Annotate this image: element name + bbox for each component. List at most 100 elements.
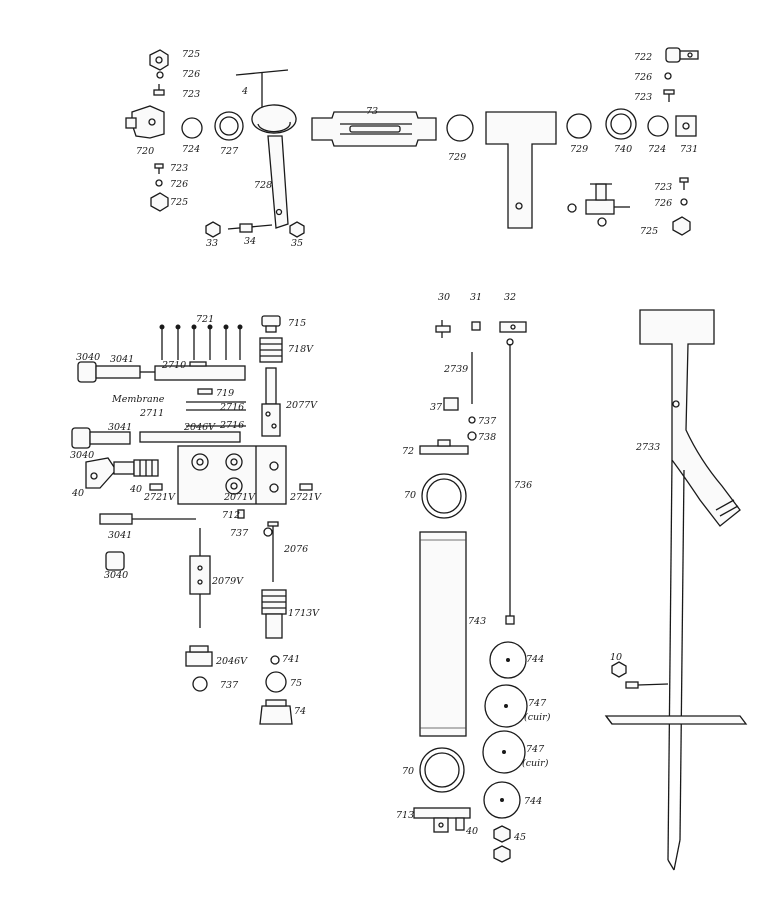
label-4: 4: [241, 86, 248, 97]
label-738: 738: [478, 432, 496, 443]
part-738-nut: [467, 431, 477, 441]
label-40-fitting: 40: [129, 484, 142, 495]
label-30: 30: [438, 292, 450, 303]
label-728: 728: [254, 180, 272, 191]
label-3040-mid: 3040: [70, 450, 94, 461]
label-35: 35: [291, 238, 303, 249]
part-741-washer: [270, 655, 280, 665]
label-736: 736: [514, 480, 532, 491]
part-2721v-plug-right: [299, 483, 313, 491]
part-723-screw-top: [153, 84, 165, 96]
part-70-ring-bottom: [419, 747, 465, 793]
label-2710: 2710: [161, 360, 186, 371]
part-719-spring: [197, 388, 213, 395]
label-2721v-left: 2721V: [143, 492, 176, 503]
label-2716-top: 2716: [219, 402, 244, 413]
label-723-lower-right: 723: [654, 182, 672, 193]
label-740: 740: [614, 144, 632, 155]
label-737-mid: 737: [230, 528, 249, 539]
label-1713v: 1713V: [288, 608, 320, 619]
label-719: 719: [216, 388, 234, 399]
stand-bolt: [625, 681, 669, 689]
part-1713v-valve: [261, 589, 287, 639]
part-725-nut-top: [149, 49, 169, 71]
label-2071v: 2071V: [223, 492, 256, 503]
part-40-fitting-base: [455, 817, 465, 831]
label-747-top: 747: [528, 698, 547, 709]
label-723-right: 723: [634, 92, 652, 103]
label-737-col: 737: [478, 416, 497, 427]
part-744-disc-bottom: [483, 781, 521, 819]
label-2739: 2739: [443, 364, 468, 375]
part-720-bracket: [125, 105, 165, 139]
part-2077v-rod: [261, 367, 281, 437]
part-747-leather-disc-top: [484, 684, 528, 728]
part-737-washer-low: [192, 676, 208, 692]
label-2079v: 2079V: [211, 576, 244, 587]
part-723-screw-lower-right: [679, 177, 689, 190]
label-10: 10: [610, 652, 622, 663]
part-747-leather-disc-bottom: [482, 730, 526, 774]
part-726-washer-mid: [155, 179, 163, 187]
label-741: 741: [282, 654, 300, 665]
label-2076: 2076: [283, 544, 308, 555]
label-31: 31: [470, 292, 482, 303]
part-30-tee: [435, 320, 451, 338]
label-33: 33: [206, 238, 218, 249]
part-3040-nut-low: [105, 551, 125, 571]
part-33-nut: [205, 221, 221, 238]
part-nut-bottom: [493, 845, 511, 863]
part-3040-nut-mid: [71, 427, 91, 449]
label-2721v-right: 2721V: [289, 492, 322, 503]
label-70-bottom: 70: [402, 766, 414, 777]
label-720: 720: [136, 146, 154, 157]
part-715-cap: [261, 315, 281, 333]
label-727: 727: [220, 146, 239, 157]
part-740-ring: [605, 108, 637, 140]
part-labels: 725 726 723 4 720 724 727 728 723 726 72…: [70, 49, 698, 843]
label-743: 743: [468, 616, 486, 627]
label-3041-top: 3041: [110, 354, 134, 365]
label-737-low: 737: [220, 680, 239, 691]
label-2077v: 2077V: [285, 400, 318, 411]
label-45: 45: [513, 832, 526, 843]
label-729-right: 729: [570, 144, 588, 155]
label-34: 34: [244, 236, 256, 247]
label-2046v-low: 2046V: [215, 656, 248, 667]
label-3040-low: 3040: [104, 570, 128, 581]
label-723-top: 723: [182, 89, 200, 100]
part-721-screws: [159, 324, 243, 360]
part-3041-fitting-mid: [89, 431, 131, 445]
part-31-clip: [471, 321, 481, 331]
part-713-base: [413, 807, 471, 833]
label-713: 713: [396, 810, 414, 821]
part-723-screw-mid: [154, 163, 164, 174]
label-721: 721: [196, 314, 214, 325]
label-725-mid: 725: [170, 197, 188, 208]
label-3041-mid: 3041: [108, 422, 132, 433]
label-32: 32: [504, 292, 516, 303]
part-37-fitting: [443, 397, 459, 411]
label-725-lower-right: 725: [640, 226, 658, 237]
part-2710-plate: [154, 361, 246, 381]
part-72-cap: [419, 439, 469, 455]
part-2076-rod: [267, 521, 279, 582]
part-t-handle-top: [485, 111, 557, 229]
part-3041-fitting-top: [95, 365, 155, 379]
label-73: 73: [366, 106, 378, 117]
part-valve-assembly: [567, 183, 630, 227]
label-40-elbow: 40: [71, 488, 84, 499]
label-731: 731: [680, 144, 698, 155]
part-725-nut-mid: [150, 192, 169, 212]
part-731-block: [675, 115, 697, 137]
part-744-disc-top: [489, 641, 527, 679]
label-membrane: Membrane: [111, 394, 165, 405]
label-722: 722: [634, 52, 652, 63]
label-cuir-bottom: (cuir): [522, 758, 549, 769]
label-74: 74: [294, 706, 306, 717]
label-2711: 2711: [139, 408, 164, 419]
label-744-top: 744: [526, 654, 544, 665]
part-724-ring-right: [647, 115, 669, 137]
label-726-right: 726: [634, 72, 652, 83]
part-4-t-key: [235, 69, 289, 112]
